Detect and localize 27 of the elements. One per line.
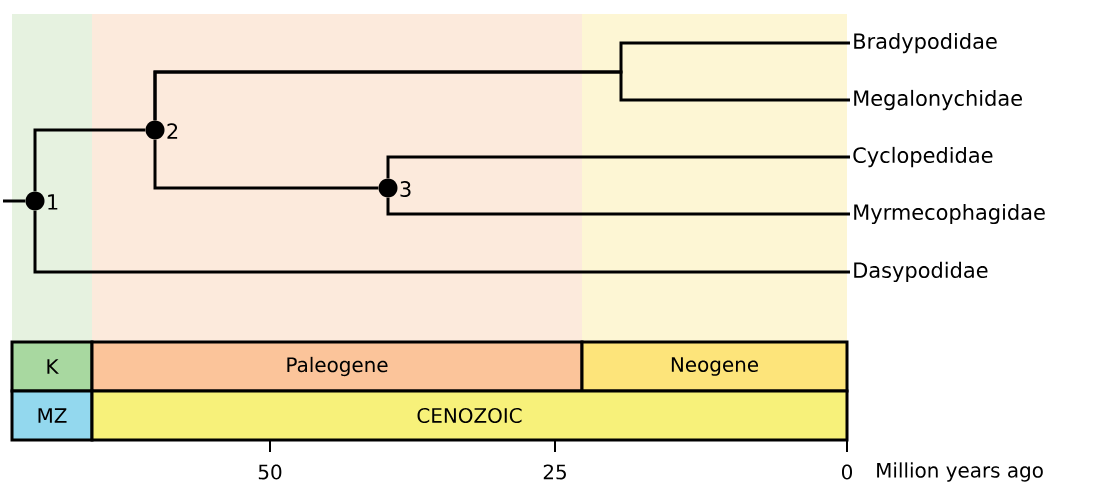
tree-branch bbox=[153, 139, 379, 190]
period-box: Paleogene bbox=[90, 340, 584, 393]
tree-branch bbox=[33, 128, 146, 192]
taxon-label: Bradypodidae bbox=[854, 32, 997, 54]
period-box: K bbox=[10, 340, 94, 393]
tree-branch bbox=[3, 199, 26, 203]
node-dot bbox=[25, 191, 45, 211]
period-box: MZ bbox=[10, 389, 94, 442]
tree-branch bbox=[386, 197, 850, 216]
taxon-label: Dasypodidae bbox=[854, 261, 988, 283]
taxon-label: Megalonychidae bbox=[854, 89, 1022, 111]
period-box: CENOZOIC bbox=[90, 389, 849, 442]
node-number: 3 bbox=[400, 181, 411, 197]
taxon-label: Cyclopedidae bbox=[853, 146, 993, 168]
node-number: 2 bbox=[167, 123, 178, 139]
axis-title: Million years ago bbox=[877, 462, 1043, 482]
taxon-label: Myrmecophagidae bbox=[854, 203, 1045, 225]
period-box: Neogene bbox=[580, 340, 849, 393]
node-dot bbox=[378, 178, 398, 198]
node-number: 1 bbox=[48, 194, 58, 210]
tree-branch bbox=[153, 70, 850, 121]
tick-label: 0 bbox=[842, 464, 852, 480]
tree-branch bbox=[386, 155, 850, 179]
tick-label: 25 bbox=[543, 464, 566, 480]
node-dot bbox=[145, 120, 165, 140]
tick-label: 50 bbox=[258, 464, 282, 480]
tree-branch bbox=[33, 210, 850, 274]
